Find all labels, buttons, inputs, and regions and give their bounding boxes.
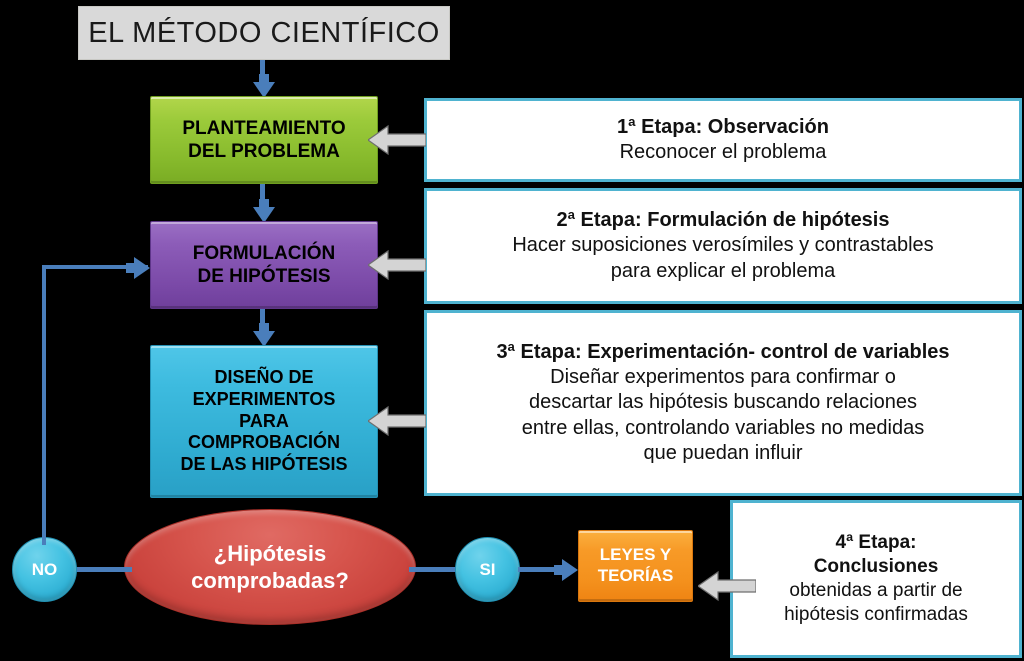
branch-no-label: NO	[31, 559, 58, 579]
panel-1-heading-bold: 1ª Etapa	[617, 115, 696, 138]
diagram-title-text: EL MÉTODO CIENTÍFICO	[88, 16, 440, 49]
result-box-leyes-y-teorias[interactable]: LEYES Y TEORÍAS	[578, 530, 693, 602]
stage-3-line-3: PARA	[239, 410, 289, 431]
block-arrow-left-icon	[698, 569, 756, 603]
stage-3-line-5: DE LAS HIPÓTESIS	[180, 454, 348, 475]
panel-4-heading-bold-2: Conclusiones	[813, 556, 939, 578]
panel-1-body: Reconocer el problema	[619, 141, 827, 163]
description-panel-stage-1: 1ª Etapa: Observación Reconocer el probl…	[424, 98, 1022, 182]
branch-si-label: SI	[479, 559, 496, 579]
arrowhead-down-icon	[253, 199, 275, 223]
stage-2-box-formulacion-de-hipotesis[interactable]: FORMULACIÓN DE HIPÓTESIS	[150, 221, 378, 309]
panel-4-heading-line-2: Conclusiones	[784, 555, 968, 579]
block-arrow-left-icon	[368, 404, 426, 438]
stage-2-line-2: DE HIPÓTESIS	[197, 266, 331, 287]
arrowhead-down-icon	[253, 74, 275, 98]
decision-line-2: comprobadas?	[191, 568, 349, 593]
stage-3-box-diseno-de-experimentos[interactable]: DISEÑO DE EXPERIMENTOS PARA COMPROBACIÓN…	[150, 345, 378, 498]
panel-4-body-line-1: obtenidas a partir de	[789, 580, 963, 601]
arrowhead-right-icon	[126, 257, 150, 279]
panel-2-heading-rest: : Formulación de hipótesis	[635, 209, 890, 232]
stage-3-line-2: EXPERIMENTOS	[192, 388, 336, 409]
feedback-loop-vertical-segment	[42, 265, 46, 545]
diagram-title: EL MÉTODO CIENTÍFICO	[78, 6, 450, 60]
stage-1-line-1: PLANTEAMIENTO	[182, 117, 346, 139]
connector-decision-to-no	[74, 567, 132, 572]
panel-3-heading-bold: 3ª Etapa: Experimentación- control de va…	[496, 341, 950, 364]
arrowhead-right-icon	[554, 559, 578, 581]
stage-3-line-1: DISEÑO DE	[214, 366, 314, 387]
decision-line-1: ¿Hipótesis	[213, 540, 327, 566]
connector-si-to-result	[518, 567, 562, 572]
result-line-2: TEORÍAS	[597, 566, 674, 585]
block-arrow-left-icon	[368, 248, 426, 282]
decision-hipotesis-comprobadas[interactable]: ¿Hipótesis comprobadas?	[124, 509, 416, 625]
panel-3-body-line-3: entre ellas, controlando variables no me…	[521, 416, 925, 439]
stage-1-box-planteamiento-del-problema[interactable]: PLANTEAMIENTO DEL PROBLEMA	[150, 96, 378, 184]
result-line-1: LEYES Y	[599, 545, 672, 565]
arrowhead-down-icon	[253, 323, 275, 347]
panel-3-body-line-2: descartar las hipótesis buscando relacio…	[528, 391, 917, 414]
panel-2-heading: 2ª Etapa: Formulación de hipótesis	[512, 208, 933, 233]
description-panel-stage-3: 3ª Etapa: Experimentación- control de va…	[424, 310, 1022, 496]
description-panel-stage-4: 4ª Etapa: Conclusiones obtenidas a parti…	[730, 500, 1022, 658]
branch-no-circle[interactable]: NO	[12, 537, 77, 602]
connector-stage1-to-stage2	[260, 184, 265, 211]
panel-3-heading: 3ª Etapa: Experimentación- control de va…	[496, 340, 949, 365]
block-arrow-left-icon	[368, 123, 426, 157]
panel-3-body-line-4: que puedan influir	[643, 441, 803, 464]
panel-2-heading-bold: 2ª Etapa	[556, 209, 636, 232]
feedback-loop-horizontal-segment	[42, 265, 148, 269]
description-panel-stage-2: 2ª Etapa: Formulación de hipótesis Hacer…	[424, 188, 1022, 304]
panel-2-body-line-1: Hacer suposiciones verosímiles y contras…	[512, 234, 934, 257]
panel-4-heading-line-1: 4ª Etapa:	[784, 531, 968, 555]
panel-3-body-line-1: Diseñar experimentos para confirmar o	[550, 366, 896, 389]
connector-decision-to-si	[409, 567, 459, 572]
panel-4-heading-bold-1: 4ª Etapa:	[835, 532, 917, 554]
branch-si-circle[interactable]: SI	[455, 537, 520, 602]
stage-3-line-4: COMPROBACIÓN	[188, 432, 340, 453]
panel-1-heading: 1ª Etapa: Observación	[617, 115, 829, 140]
stage-1-line-2: DEL PROBLEMA	[188, 141, 340, 162]
stage-2-line-1: FORMULACIÓN	[192, 242, 336, 264]
panel-2-body-line-2: para explicar el problema	[610, 259, 836, 282]
panel-4-body-line-2: hipótesis confirmadas	[784, 603, 968, 625]
panel-1-heading-rest: : Observación	[695, 115, 829, 138]
